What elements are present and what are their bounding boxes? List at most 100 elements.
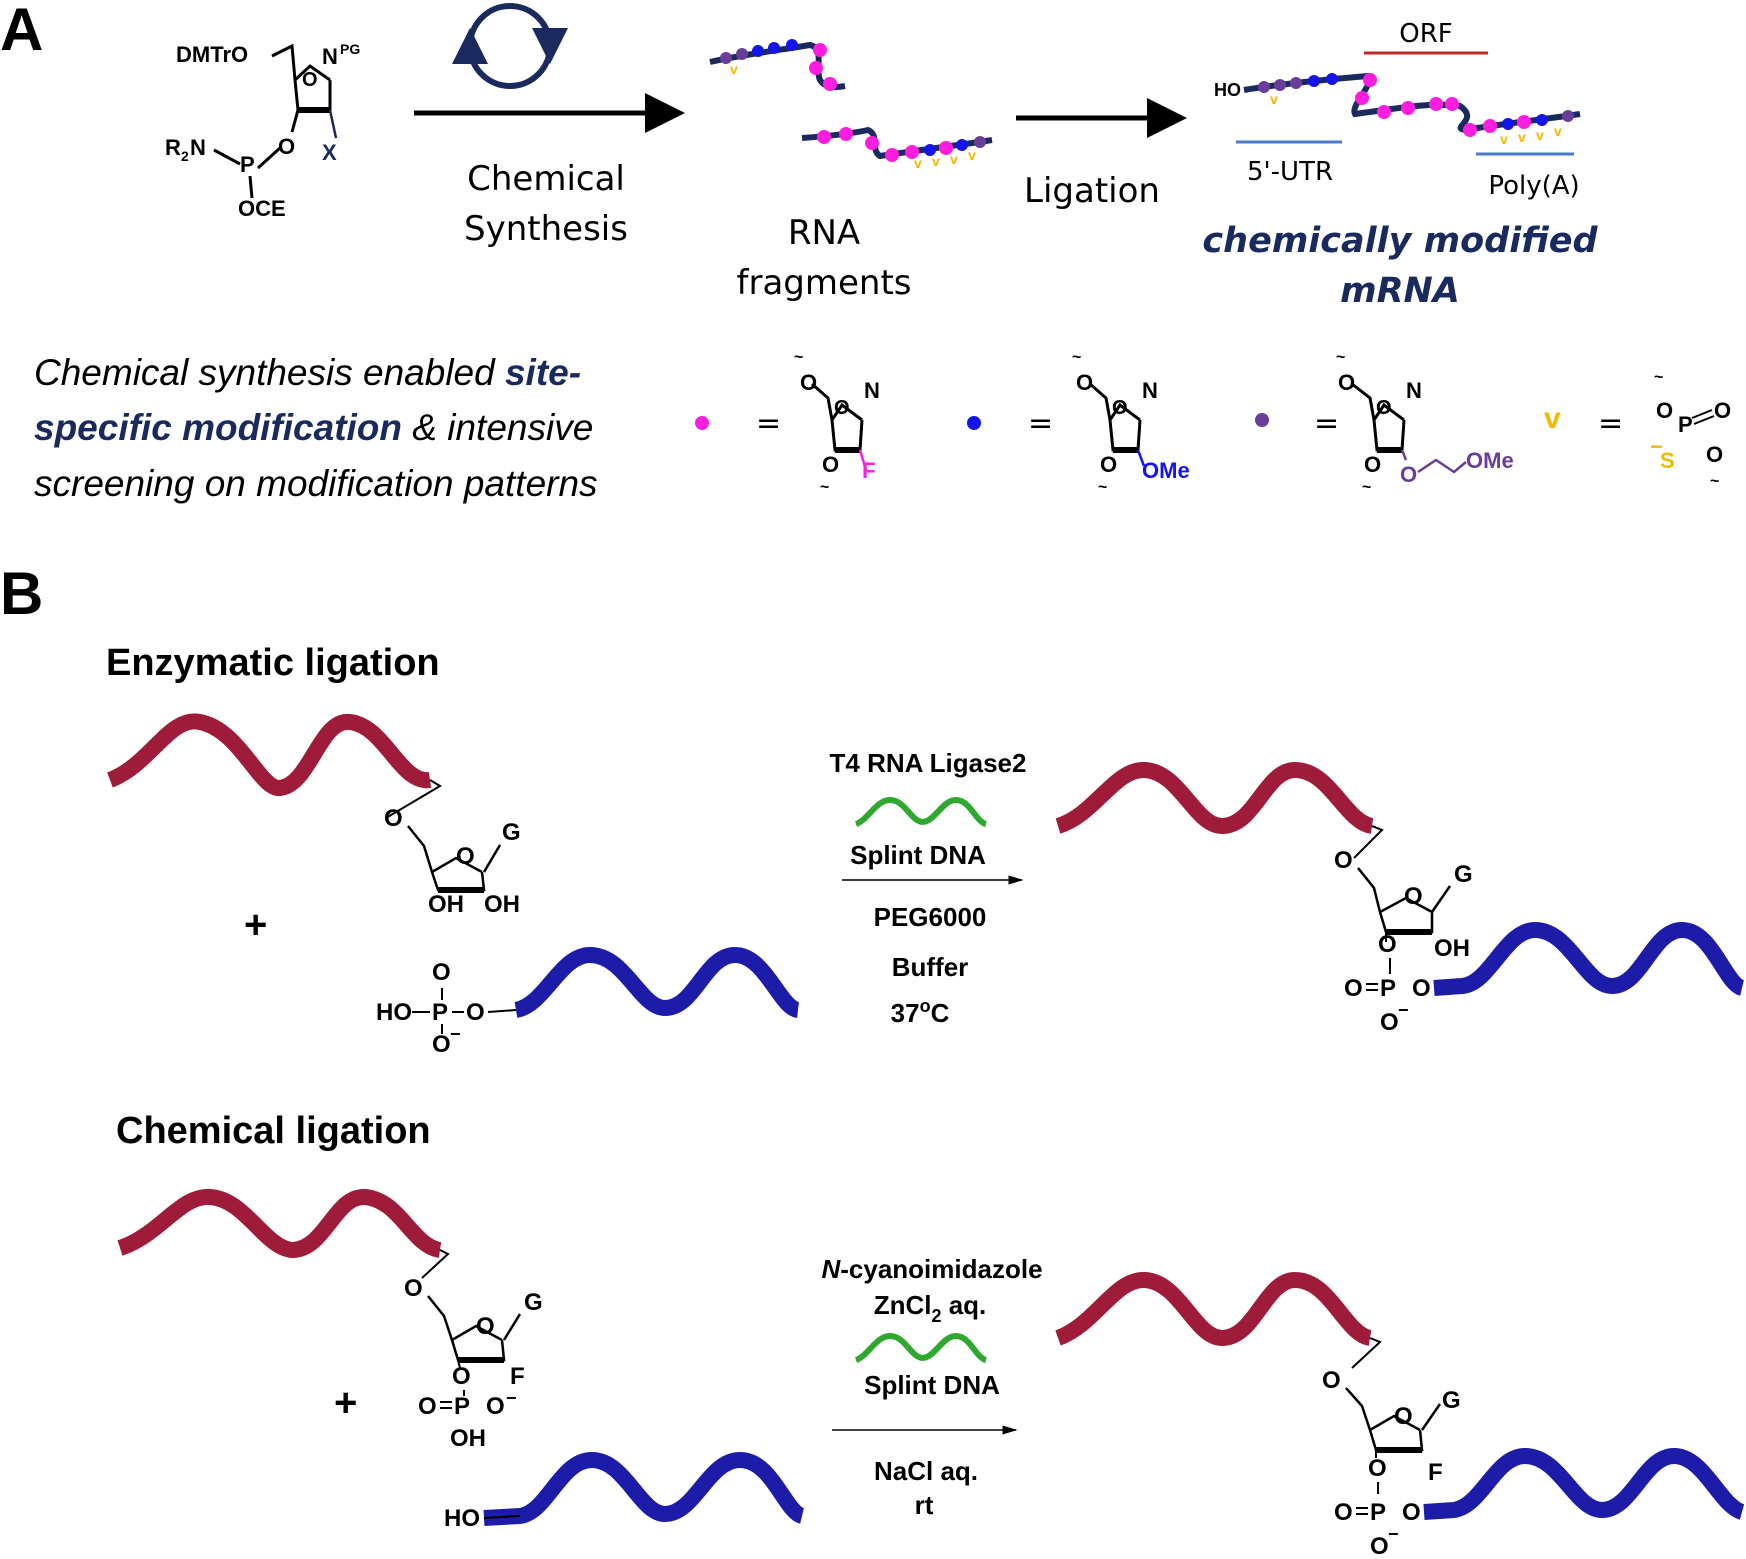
mrna-moe-mark [1562, 110, 1574, 122]
enz-prod-5o: O [1334, 847, 1353, 874]
enz-cond-buffer: Buffer [892, 952, 969, 982]
r2n-n: N [190, 135, 206, 160]
fragment1-moe-mark [736, 48, 748, 60]
rna-fragment-1: v [709, 39, 846, 91]
enz-cond-temp: 37oC [891, 996, 950, 1028]
enz-prod-3o: O [1378, 931, 1397, 958]
enz-cond-temp-value: 37 [891, 998, 920, 1028]
panel-a-caption: Chemical synthesis enabled site- specifi… [34, 352, 598, 504]
ome-substituent: OMe [1142, 458, 1190, 483]
legend-ome-structure: ~ O O N OMe O ~ [1072, 349, 1190, 496]
fragment1-ps-mark: v [730, 61, 738, 77]
enz-donor-ring-o: O [456, 843, 475, 870]
enz-acc-o-bottom: O [432, 1031, 451, 1058]
enz-prod-ring-o: O [1404, 883, 1423, 910]
phosphoramidite-structure: DMTrO O N PG X O P R 2 N OCE [165, 41, 360, 221]
mrna-f-mark [1401, 101, 1415, 115]
mrna-ps-mark: v [1500, 131, 1508, 147]
caption-l1a: Chemical synthesis enabled [34, 352, 505, 393]
mrna-moe-mark [1290, 77, 1302, 89]
r2n-r: R [165, 135, 181, 160]
legend-ps-structure: ~ O P O O − S ~ [1650, 369, 1731, 490]
chem-cond-splint: Splint DNA [864, 1370, 1000, 1400]
svg-text:~: ~ [1654, 369, 1663, 386]
chem-prod-o-right: O [1402, 1499, 1421, 1526]
chem-cond-reagent-n: N [821, 1254, 841, 1284]
fragment2-ome-mark [924, 144, 936, 156]
mrna-moe-mark [1274, 79, 1286, 91]
fragment1-ome-mark [768, 42, 780, 54]
enzymatic-donor-rna [106, 713, 442, 819]
chem-prod-ring-o: O [1394, 1403, 1413, 1430]
mrna-ps-mark: v [1536, 127, 1544, 143]
chem-donor-minus: − [506, 1388, 517, 1408]
mrna-ome-mark [1326, 73, 1338, 85]
chem-donor-base: G [524, 1289, 543, 1316]
fragment1-f-mark [809, 61, 823, 75]
chem-cond-zncl-aq: aq. [941, 1290, 986, 1320]
chemical-acceptor: HO [444, 1451, 806, 1532]
moe-5o: O [1338, 370, 1355, 395]
chem-donor-oh: OH [450, 1425, 486, 1452]
legend-moe-structure: ~ O O N O OMe O ~ [1336, 349, 1514, 496]
chem-cond-rt: rt [915, 1490, 934, 1520]
fragment2-ome-mark [956, 139, 968, 151]
fragment2-f-mark [939, 141, 953, 155]
enz-cond-peg: PEG6000 [874, 902, 987, 932]
chem-donor-5o: O [404, 1275, 423, 1302]
mrna-ps-mark: v [1554, 123, 1562, 139]
chem-cond-reagent-rest: -cyanoimidazole [840, 1254, 1042, 1284]
legend-f-structure: ~ O O N F O ~ [794, 349, 880, 496]
base-pg: PG [340, 41, 360, 57]
svg-text:~: ~ [1072, 349, 1081, 366]
chem-prod-p: P [1370, 1499, 1386, 1526]
chemical-plus: + [334, 1381, 357, 1425]
enz-prod-base: G [1454, 861, 1473, 888]
svg-text:~: ~ [820, 479, 829, 496]
caption-l2b: & intensive [402, 407, 593, 448]
enz-prod-o-bottom: O [1380, 1009, 1399, 1036]
svg-text:~: ~ [1710, 473, 1719, 490]
ps-o-right: O [1706, 442, 1723, 467]
f-substituent: F [862, 458, 875, 483]
dmtr-label: DMTrO [176, 42, 248, 67]
chem-donor-p: P [454, 1393, 470, 1420]
mrna-f-mark [1377, 105, 1391, 119]
chem-prod-minus: − [1388, 1524, 1399, 1544]
fragment1-ome-mark [786, 39, 798, 51]
chemical-donor-nucleotide: O O G F O O P O − OH [404, 1275, 543, 1452]
enz-prod-o-right: O [1412, 975, 1431, 1002]
caption-l1b: site- [505, 352, 581, 393]
enzymatic-product: O O G O OH O P O O − [1055, 761, 1746, 1036]
fragment2-f-mark [865, 136, 879, 150]
enzymatic-plus: + [244, 903, 267, 947]
fragment2-ps-mark: v [914, 155, 922, 171]
chem-cond-reagent: N-cyanoimidazole [821, 1254, 1042, 1284]
f-5o: O [800, 370, 817, 395]
moe-base-n: N [1406, 378, 1422, 403]
enz-donor-base: G [502, 819, 521, 846]
fragment2-f-mark [817, 130, 831, 144]
chem-donor-3o: O [452, 1363, 471, 1390]
rna-fragment-2: v v v v [801, 126, 993, 171]
chem-cond-zncl: ZnCl [874, 1290, 932, 1320]
enzymatic-acceptor-rna [513, 946, 801, 1018]
polya-label: Poly(A) [1488, 171, 1579, 201]
legend-moe-equals: = [1314, 406, 1339, 441]
fragment2-f-mark [905, 145, 919, 159]
chem-prod-5o: O [1322, 1367, 1341, 1394]
ligation-label: Ligation [1024, 171, 1160, 211]
mrna-5prime-ho: HO [1214, 80, 1241, 100]
oce-label: OCE [238, 196, 286, 221]
f-ring-o: O [834, 397, 850, 419]
mrna-f-mark [1355, 91, 1369, 105]
mrna-f-mark [1483, 119, 1497, 133]
legend-ps-equals: = [1598, 406, 1623, 441]
utr-label: 5'-UTR [1247, 157, 1333, 187]
moe-ring-o: O [1376, 397, 1392, 419]
enz-donor-oh2: OH [484, 891, 520, 918]
f-3o: O [822, 452, 839, 477]
enz-cond-temp-unit: C [931, 998, 950, 1028]
chem-donor-o-right: O [486, 1393, 505, 1420]
fragment2-ps-mark: v [932, 153, 940, 169]
